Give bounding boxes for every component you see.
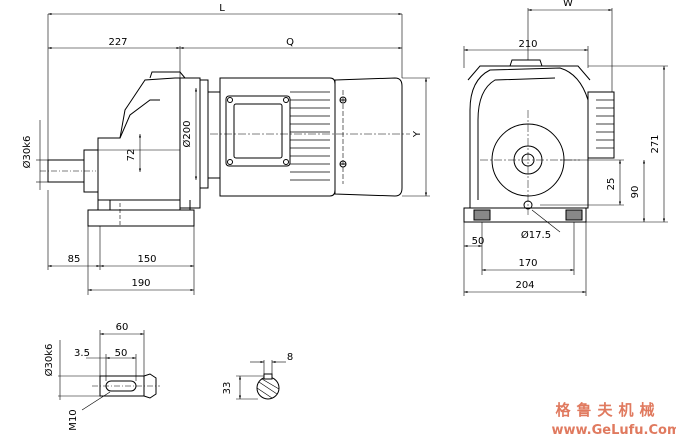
detail-dim-3-5: 3.5: [74, 348, 90, 359]
shaft-detail-dimensions: [58, 330, 145, 411]
side-view-dimensions: [36, 12, 430, 295]
detail-shaft-dia: Ø30k6: [43, 344, 55, 377]
adapter-flange: [199, 79, 209, 189]
dim-190: 190: [131, 278, 150, 289]
key-section-dimensions: [236, 360, 286, 400]
key-section: [256, 373, 280, 400]
gear-housing: [97, 77, 181, 201]
dim-227: 227: [108, 37, 127, 48]
dim-204: 204: [515, 280, 534, 291]
thread-label: M10: [68, 409, 79, 430]
dim-flange-dia: Ø200: [181, 121, 193, 148]
front-terminal-box: [587, 91, 615, 159]
dim-shaft-dia: Ø30k6: [21, 136, 33, 169]
key-slot: [263, 373, 273, 380]
dim-50: 50: [472, 236, 485, 247]
dim-W: W: [563, 0, 573, 9]
dim-150: 150: [137, 254, 156, 265]
shaft-detail-labels: 60 3.5 50 Ø30k6 M10: [43, 322, 128, 431]
detail-dim-60: 60: [116, 322, 129, 333]
dim-85: 85: [68, 254, 81, 265]
key-section-labels: 8 33: [222, 352, 293, 394]
dim-170: 170: [518, 258, 537, 269]
dim-90: 90: [630, 186, 641, 199]
detail-dim-50: 50: [115, 348, 128, 359]
side-view: [40, 71, 410, 227]
dim-72: 72: [126, 149, 137, 162]
dim-271: 271: [650, 134, 661, 153]
key-dim-33: 33: [222, 382, 233, 395]
watermark-url: www.GeLufu.Com: [551, 423, 676, 438]
side-view-labels: L 227 Q Ø30k6 72 Ø200 Y 85 150 190: [21, 3, 423, 289]
dim-210: 210: [518, 39, 537, 50]
motor-fins: [290, 91, 330, 181]
dim-25: 25: [606, 178, 617, 191]
front-view-dimensions: [463, 8, 668, 296]
front-housing: [469, 67, 589, 209]
dim-L: L: [219, 3, 225, 14]
front-view: [463, 59, 615, 223]
dim-Y: Y: [412, 130, 423, 138]
terminal-box: [225, 95, 291, 167]
watermark: 格鲁夫机械 www.GeLufu.Com: [551, 401, 676, 438]
mounting-foot: [87, 209, 195, 227]
shaft-detail: [92, 373, 160, 399]
watermark-cn: 格鲁夫机械: [555, 401, 660, 419]
dim-Q: Q: [286, 37, 294, 48]
front-foot: [463, 207, 587, 223]
dim-hole-dia: Ø17.5: [521, 229, 551, 241]
key-dim-8: 8: [287, 352, 293, 363]
fan-cover: [334, 77, 403, 197]
keyway: [105, 380, 137, 392]
front-view-labels: W 210 271 25 90 50 Ø17.5 170 204: [472, 0, 661, 291]
